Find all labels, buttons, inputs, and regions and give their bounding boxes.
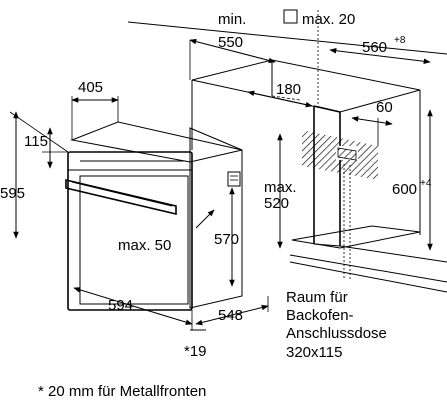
cabinet-niche (127, 21, 447, 293)
dimension-lines (9, 10, 433, 331)
label-star-19: *19 (184, 343, 207, 360)
label-595: 595 (0, 185, 25, 202)
socket-note: Raum für Backofen- Anschlussdose 320x115 (286, 289, 387, 361)
label-405: 405 (78, 79, 103, 96)
label-550: 550 (218, 34, 243, 51)
label-560: 560 (362, 39, 387, 56)
socket-note-line-3: Anschlussdose (286, 325, 387, 342)
label-594: 594 (108, 297, 133, 314)
socket-space (302, 130, 378, 280)
oven-body (65, 121, 243, 311)
label-180: 180 (276, 81, 301, 98)
socket-note-line-2: Backofen- (286, 307, 354, 324)
label-600: 600 (392, 181, 417, 198)
dimension-labels: min. max. 20 550 560 +8 405 180 60 115 5… (0, 9, 432, 360)
socket-note-line-1: Raum für (286, 289, 348, 306)
label-115: 115 (24, 133, 48, 150)
label-60: 60 (376, 99, 393, 116)
label-520: 520 (264, 195, 289, 212)
label-560-sup: +8 (394, 35, 406, 46)
label-600-sup: +4 (420, 178, 432, 189)
label-max: max. (264, 179, 297, 196)
label-max-20: max. 20 (302, 11, 355, 28)
footnote: * 20 mm für Metallfronten (38, 383, 206, 400)
label-min: min. (218, 11, 246, 28)
label-548: 548 (218, 307, 243, 324)
label-max-50: max. 50 (118, 237, 171, 254)
socket-note-line-4: 320x115 (286, 344, 342, 361)
label-570: 570 (214, 231, 239, 248)
square-symbol-icon (283, 9, 298, 24)
